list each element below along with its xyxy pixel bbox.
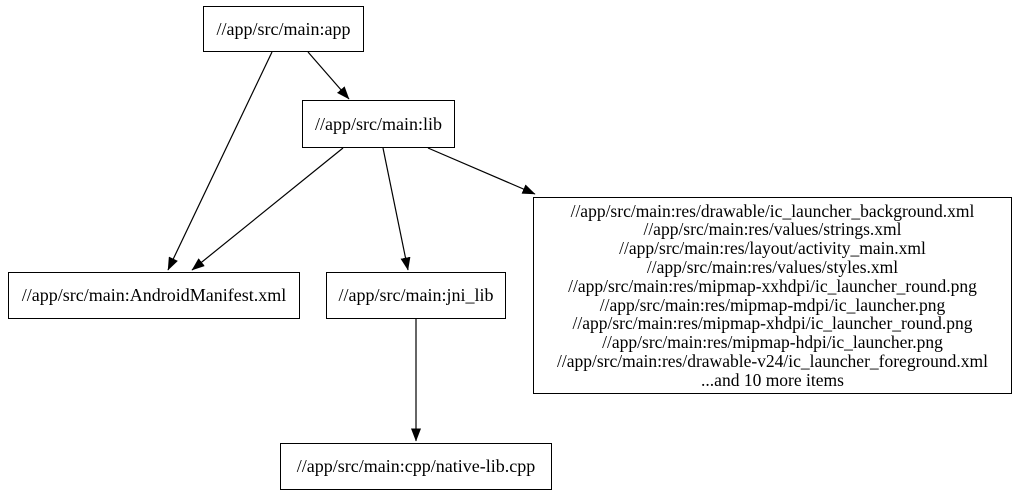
res-group-line: //app/src/main:res/mipmap-mdpi/ic_launch… — [599, 294, 946, 315]
node-native-lib-cpp: //app/src/main:cpp/native-lib.cpp — [280, 443, 552, 490]
node-android-manifest-label: //app/src/main:AndroidManifest.xml — [21, 285, 287, 305]
edge-lib-to-manifest — [191, 147, 344, 271]
edge-app-to-manifest — [167, 51, 273, 271]
node-lib: //app/src/main:lib — [302, 100, 455, 148]
res-group-line: //app/src/main:res/values/strings.xml — [643, 219, 902, 240]
node-app-label: //app/src/main:app — [216, 18, 351, 39]
res-group-more-items: ...and 10 more items — [701, 369, 844, 390]
res-group-line: //app/src/main:res/mipmap-xhdpi/ic_launc… — [572, 313, 973, 334]
node-res-group: //app/src/main:res/drawable/ic_launcher_… — [533, 197, 1012, 394]
res-group-line: //app/src/main:res/drawable-v24/ic_launc… — [556, 350, 989, 371]
node-app: //app/src/main:app — [203, 6, 364, 52]
res-group-line: //app/src/main:res/drawable/ic_launcher_… — [570, 200, 975, 221]
edge-lib-to-res-group — [427, 147, 536, 195]
res-group-line: //app/src/main:res/mipmap-hdpi/ic_launch… — [602, 332, 943, 353]
edge-app-to-lib — [307, 51, 350, 100]
node-native-lib-cpp-label: //app/src/main:cpp/native-lib.cpp — [296, 456, 536, 476]
node-jni-lib: //app/src/main:jni_lib — [326, 272, 506, 319]
res-group-line: //app/src/main:res/values/styles.xml — [646, 256, 899, 277]
res-group-line: //app/src/main:res/layout/activity_main.… — [619, 238, 926, 259]
node-jni-lib-label: //app/src/main:jni_lib — [338, 285, 494, 305]
node-android-manifest: //app/src/main:AndroidManifest.xml — [8, 272, 300, 319]
edge-lib-to-jni-lib — [382, 147, 411, 271]
res-group-line: //app/src/main:res/mipmap-xxhdpi/ic_laun… — [568, 275, 977, 296]
node-lib-label: //app/src/main:lib — [315, 113, 442, 134]
